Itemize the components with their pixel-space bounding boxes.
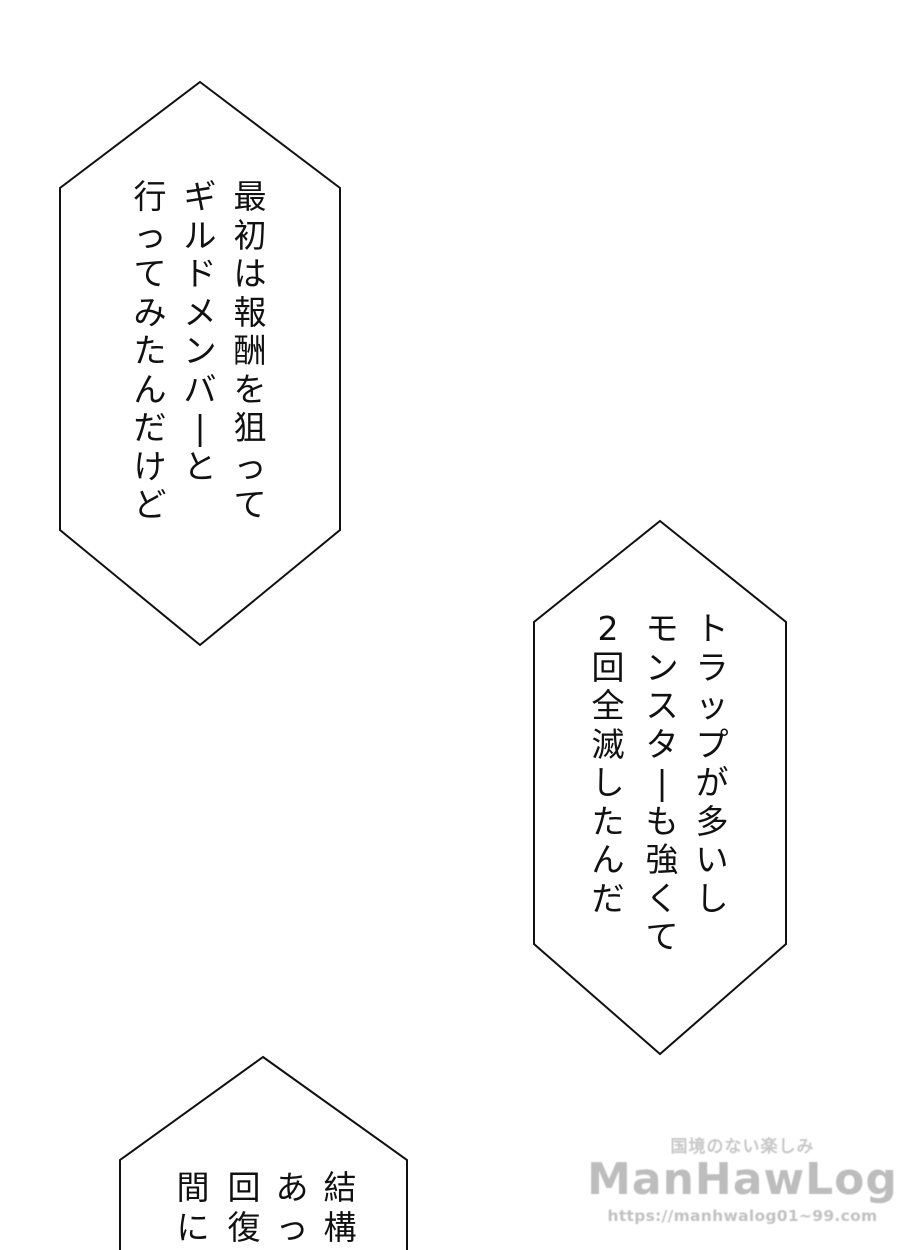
bubble-char: 回 [227, 1168, 261, 1207]
bubble-char: 復 [227, 1208, 261, 1247]
bubble-char: 構 [323, 1208, 357, 1247]
bubble-char: て [645, 917, 679, 956]
bubble-char: 結 [323, 1168, 357, 1207]
bubble-char: た [591, 801, 625, 841]
bubble-char: だ [591, 878, 625, 918]
bubble-char: 初 [233, 215, 267, 255]
bubble-char: | [194, 408, 206, 447]
bubble-char: プ [695, 724, 729, 764]
bubble-char: ギ [183, 177, 217, 216]
bubble-char: に [176, 1208, 210, 1247]
bubble-char: っ [133, 215, 167, 255]
bubble-char: ド [183, 254, 217, 293]
bubble-char: た [133, 331, 167, 370]
bubble-char: と [183, 446, 217, 486]
bubble-1-outline [59, 80, 341, 647]
bubble-char: 行 [133, 177, 167, 216]
bubble-char: て [133, 254, 167, 293]
bubble-char: 酬 [233, 331, 267, 370]
bubble-char: は [233, 254, 267, 293]
bubble-char: っ [275, 1208, 309, 1247]
bubble-2-line-2: モンスタ|も強くて [642, 609, 682, 957]
bubble-3-outline [119, 1055, 408, 1250]
watermark: 国境のない楽しみ ManHawLog https://manhwalog01~9… [585, 1132, 900, 1225]
bubble-char: も [645, 801, 679, 841]
bubble-char: あ [275, 1168, 309, 1207]
bubble-char: | [656, 763, 668, 802]
bubble-char: ん [591, 840, 625, 879]
bubble-char: を [233, 369, 267, 409]
bubble-char: て [233, 485, 267, 524]
bubble-char: メ [183, 292, 217, 332]
bubble-char: 滅 [591, 724, 625, 764]
watermark-url: https://manhwalog01~99.com [607, 1207, 878, 1225]
bubble-char: ル [183, 215, 217, 255]
bubble-char: ラ [695, 647, 729, 687]
bubble-char: 多 [695, 801, 729, 841]
bubble-char: け [133, 446, 167, 486]
bubble-char: が [695, 763, 729, 802]
bubble-char: み [133, 292, 167, 332]
bubble-1-line-3: 行ってみたんだけど [130, 177, 170, 525]
bubble-char: ン [645, 647, 679, 687]
bubble-char: 全 [591, 686, 625, 725]
bubble-char: ど [133, 485, 167, 524]
bubble-char: ス [645, 686, 679, 725]
bubble-char: 狙 [233, 408, 267, 447]
bubble-char: バ [183, 369, 217, 409]
bubble-char: 回 [591, 647, 625, 687]
bubble-char: い [695, 840, 729, 879]
watermark-subtitle: 国境のない楽しみ [670, 1137, 815, 1157]
bubble-2-outline [533, 519, 787, 1056]
bubble-3-line-1: 結構 [320, 1168, 360, 1248]
bubble-char: だ [133, 408, 167, 447]
bubble-1-line-1: 最初は報酬を狙って [230, 177, 270, 525]
bubble-char: 強 [645, 840, 679, 879]
bubble-char: っ [233, 446, 267, 486]
bubble-char: ッ [695, 686, 729, 725]
watermark-logo: ManHawLog [587, 1154, 898, 1205]
bubble-char: モ [645, 609, 679, 648]
bubble-char: く [645, 878, 679, 918]
bubble-char: し [591, 763, 625, 802]
bubble-char: ト [695, 609, 729, 648]
bubble-char: し [695, 878, 729, 918]
bubble-char: タ [645, 724, 679, 764]
bubble-char: ん [133, 369, 167, 409]
bubble-char: 間 [176, 1168, 210, 1207]
bubble-char: 最 [233, 177, 267, 216]
bubble-3-line-4: 間に [173, 1168, 213, 1248]
bubble-char: 2 [597, 609, 619, 648]
bubble-char: ン [183, 331, 217, 370]
bubble-2-line-1: トラップが多いし [692, 609, 732, 918]
bubble-char: 報 [233, 292, 267, 332]
bubble-3-line-2: あっ [272, 1168, 312, 1248]
bubble-1-line-2: ギルドメンバ|と [180, 177, 220, 486]
bubble-3-line-3: 回復 [224, 1168, 264, 1248]
